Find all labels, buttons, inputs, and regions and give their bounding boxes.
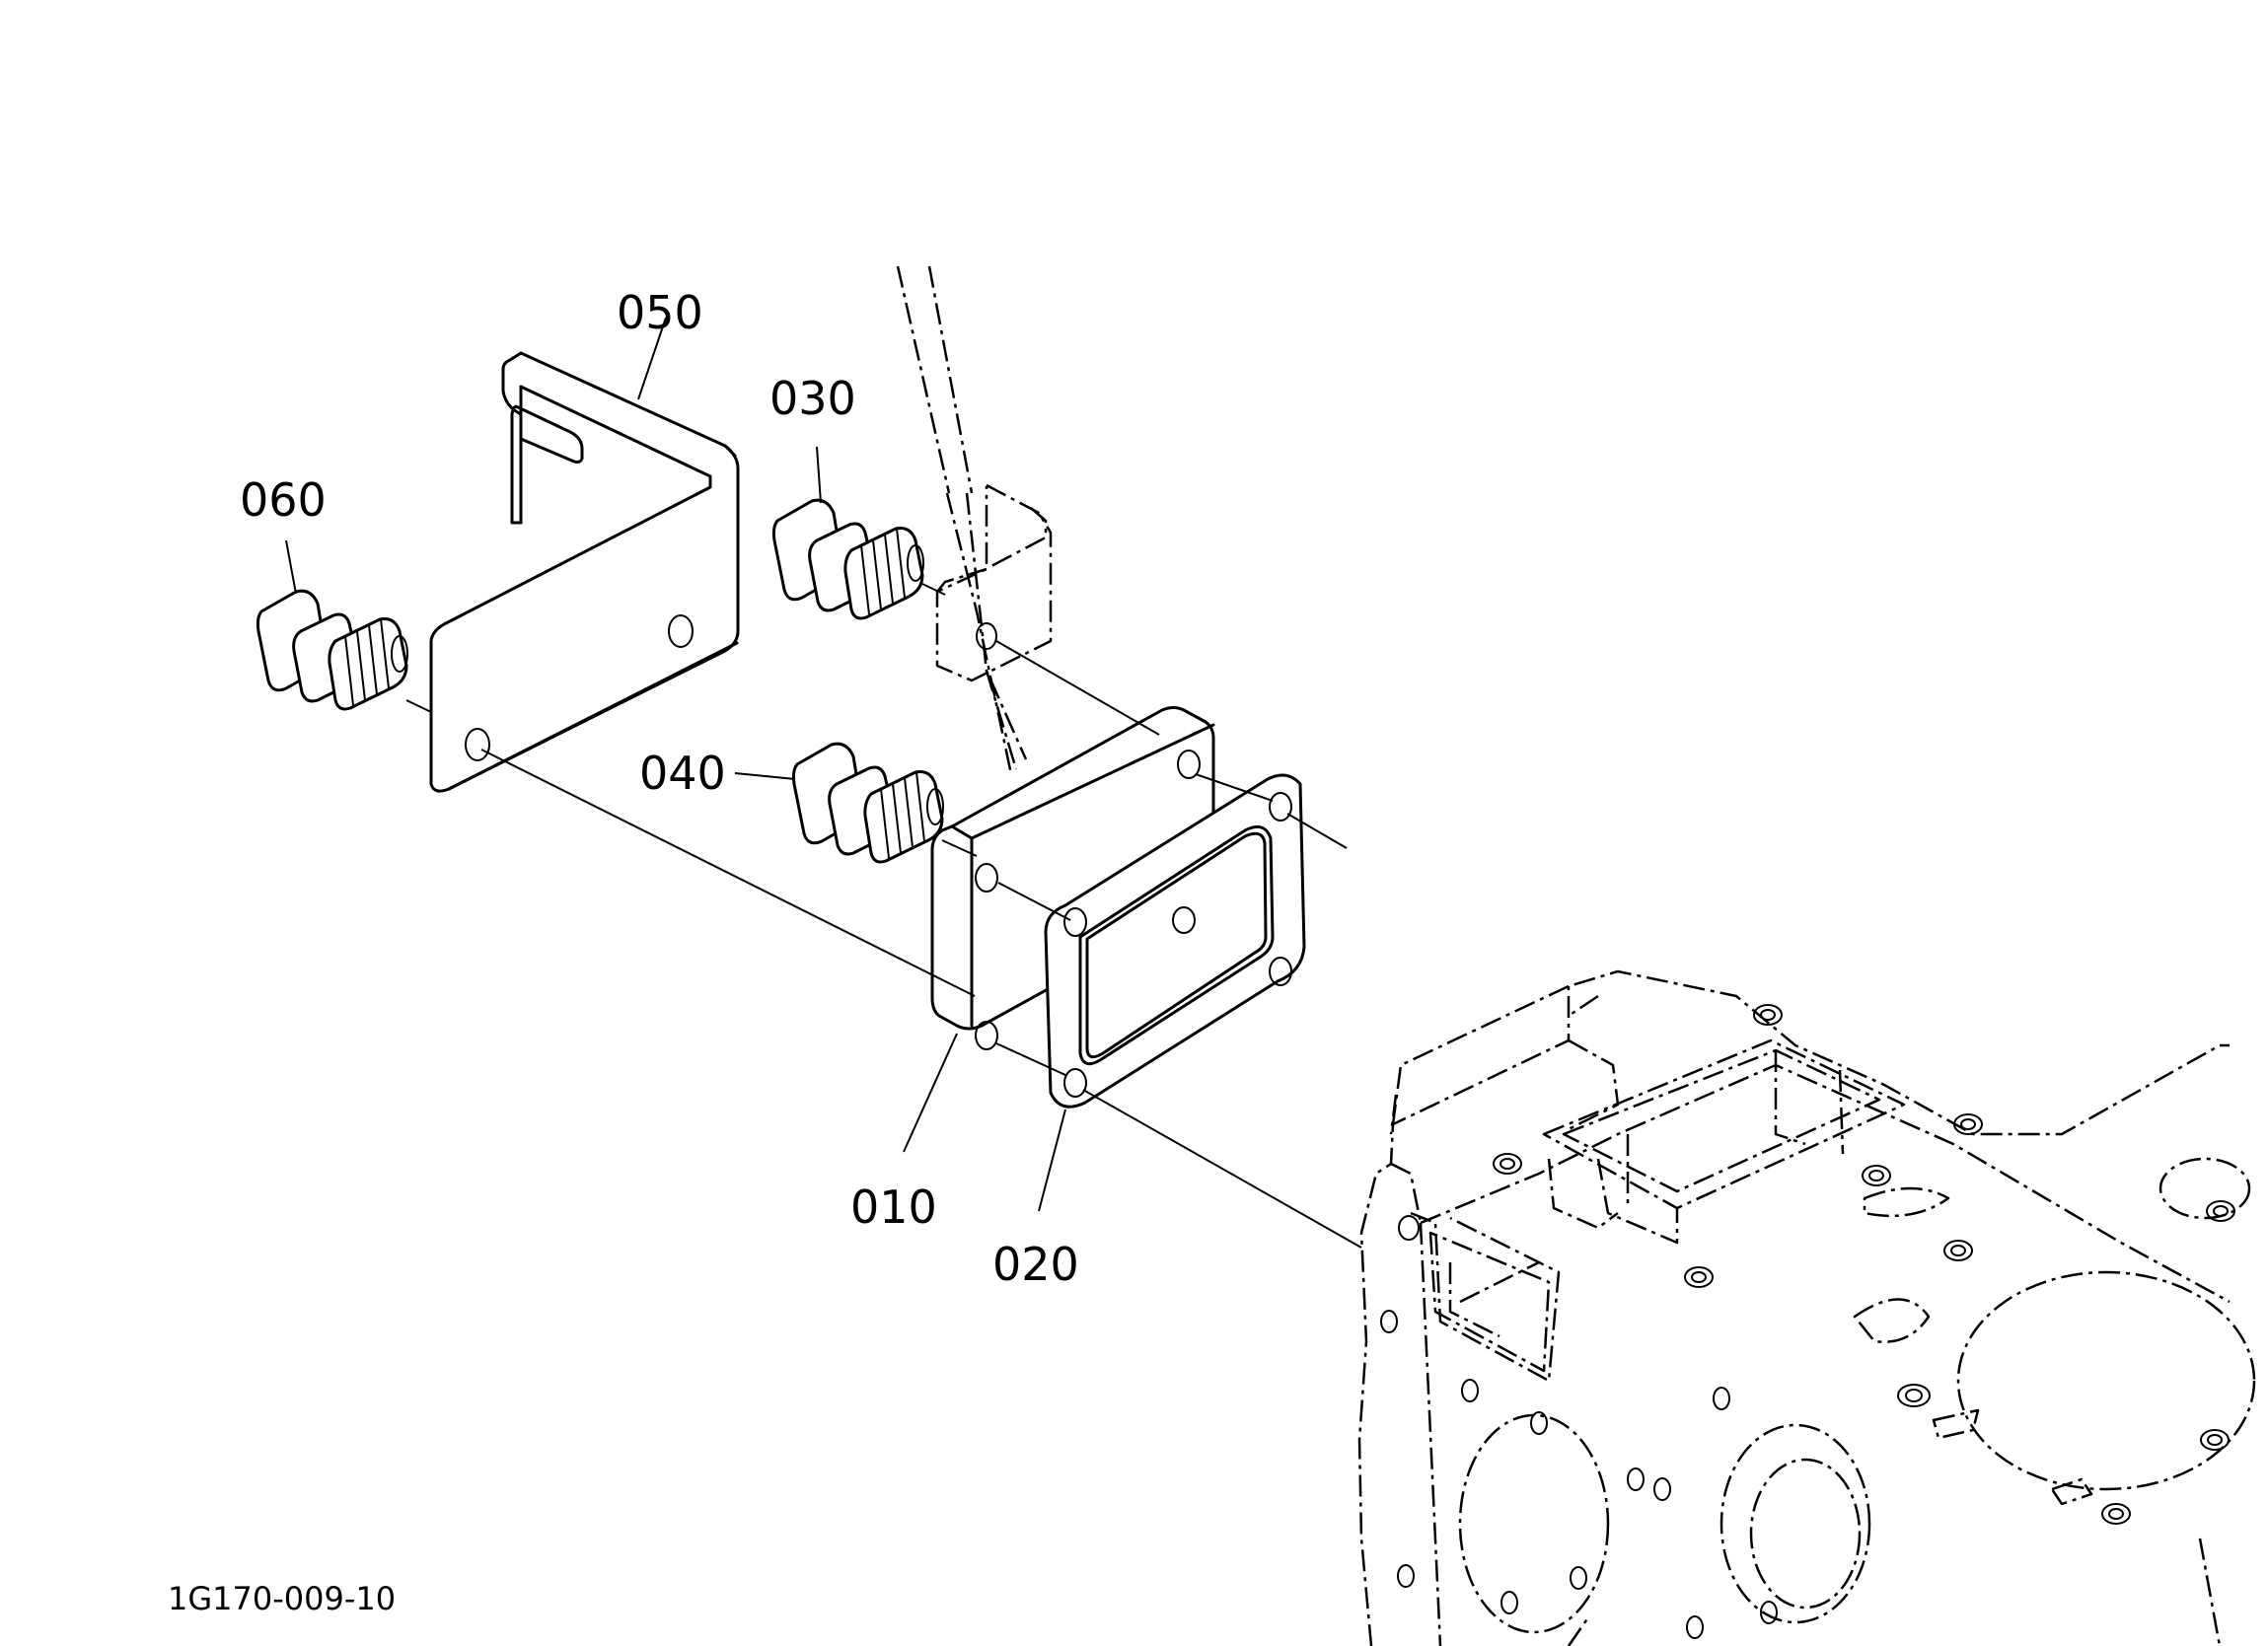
leader-lines (285, 317, 1066, 1212)
drawing-code: 1G170-009-10 (168, 1580, 396, 1617)
assembly-lines (405, 583, 1362, 1249)
bolt-060 (256, 589, 408, 711)
label-020: 020 (992, 1238, 1079, 1291)
bolt-040 (791, 742, 944, 864)
engine-block-holes (1380, 1004, 2235, 1639)
label-060: 060 (240, 473, 327, 527)
bracket-050 (429, 351, 740, 793)
label-050: 050 (617, 286, 703, 339)
tube-and-clip (896, 265, 1053, 775)
engine-block (1357, 969, 2256, 1646)
part-labels: 050 030 060 040 010 020 1G170-009-10 (168, 286, 1079, 1617)
gasket-020 (1044, 773, 1306, 1109)
label-030: 030 (769, 372, 856, 425)
bolt-030 (771, 498, 924, 620)
label-040: 040 (639, 747, 726, 800)
label-010: 010 (850, 1181, 937, 1234)
